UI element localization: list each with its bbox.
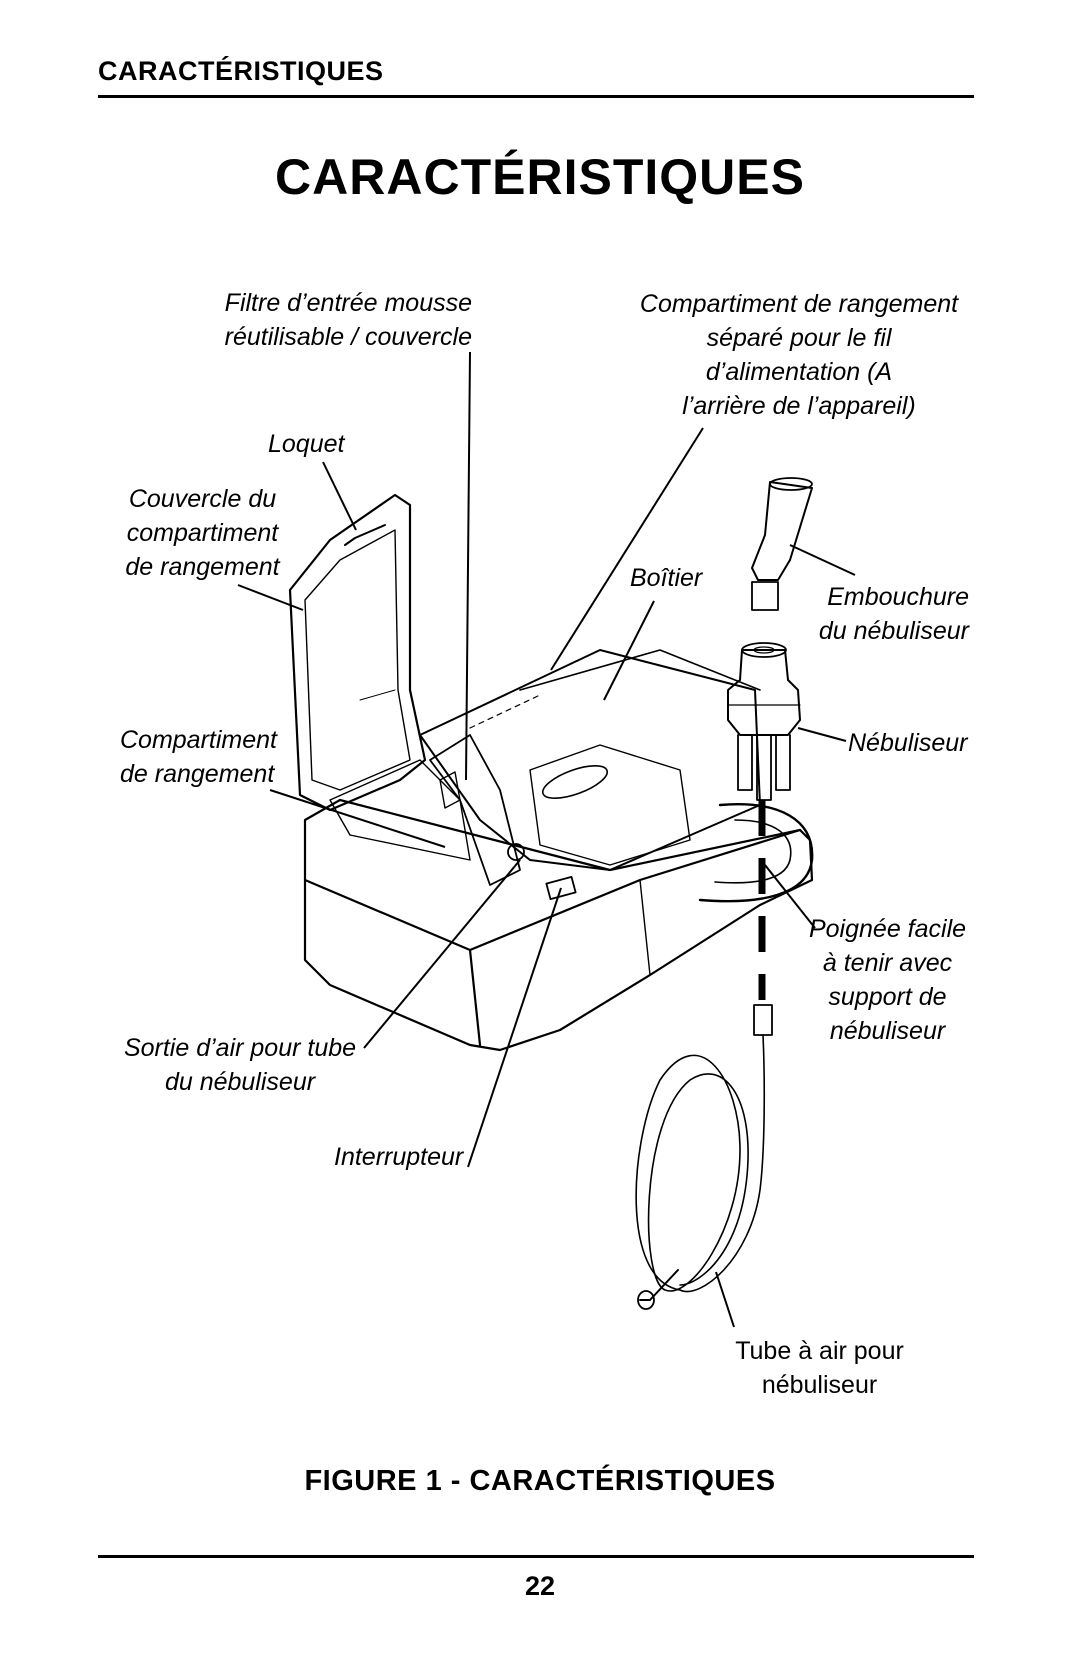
label-loquet: Loquet (268, 430, 345, 458)
mouthpiece (751, 481, 813, 581)
storage-lid (288, 493, 427, 812)
handle (698, 803, 814, 903)
figure-caption: FIGURE 1 - CARACTÉRISTIQUES (304, 1465, 776, 1497)
nebulizer (727, 649, 801, 736)
leader-compartiment-fil (550, 427, 704, 671)
running-head: CARACTÉRISTIQUES (98, 56, 384, 86)
header-rule (98, 95, 974, 98)
label-interrupteur: Interrupteur (334, 1143, 464, 1171)
leader-poignee (764, 864, 816, 929)
label-tube-air: Tube à air pour nébuliseur (735, 1337, 904, 1399)
logo-plate (529, 744, 691, 866)
label-couvercle: Couvercle du compartiment de rangement (125, 485, 280, 581)
label-embouchure: Embouchure du nébuliseur (818, 583, 969, 645)
air-tube (635, 1034, 766, 1293)
compressor-body (303, 798, 814, 1052)
leader-boitier (603, 600, 655, 701)
label-compartiment-fil: Compartiment de rangement séparé pour le… (639, 290, 959, 420)
leader-sortie-air (363, 859, 521, 1049)
footer-rule (98, 1555, 974, 1558)
leader-tube-air (715, 1271, 735, 1328)
label-filtre: Filtre d’entrée mousse réutilisable / co… (224, 289, 472, 351)
leader-embouchure (789, 544, 856, 576)
label-sortie-air: Sortie d’air pour tube du nébuliseur (123, 1034, 357, 1096)
housing-top (419, 649, 761, 871)
leader-couvercle (237, 584, 304, 611)
leader-filtre (465, 351, 471, 781)
leader-compartiment (269, 789, 446, 848)
label-nebuliseur: Nébuliseur (848, 729, 968, 757)
page-number: 22 (524, 1571, 556, 1601)
label-compartiment: Compartiment de rangement (120, 726, 277, 788)
leader-loquet (322, 461, 357, 531)
leader-interrupteur (467, 887, 562, 1168)
page-title: CARACTÉRISTIQUES (275, 149, 805, 205)
label-poignee: Poignée facile à tenir avec support de n… (808, 915, 967, 1045)
label-boitier: Boîtier (630, 564, 703, 592)
leader-nebuliseur (797, 727, 847, 742)
